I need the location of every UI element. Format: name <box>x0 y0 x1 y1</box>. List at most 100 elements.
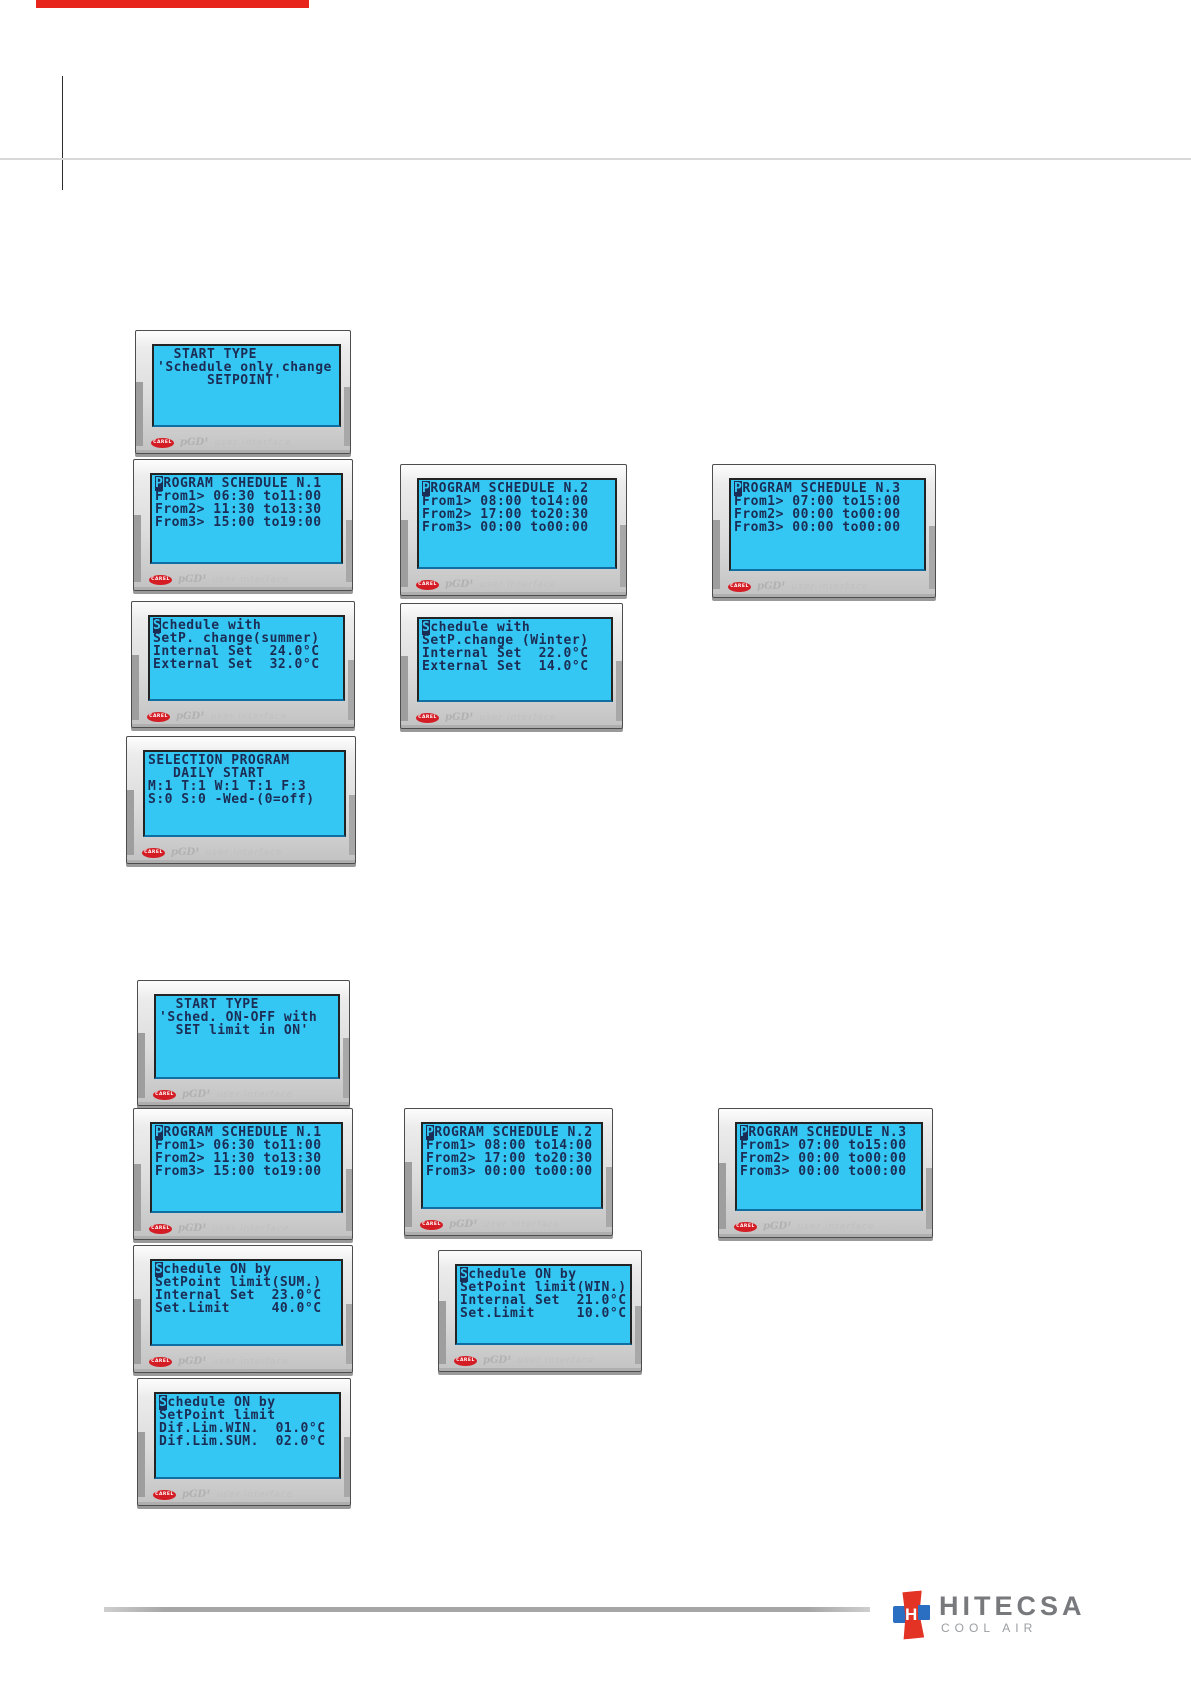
lcd-line: From1> 06:30 to11:00 <box>155 1138 322 1153</box>
lcd-screen: SELECTION PROGRAM DAILY START M:1 T:1 W:… <box>143 750 346 837</box>
device-tagline: user interface <box>210 711 288 722</box>
lcd-device-start-type-1: START TYPE 'Schedule only change SETPOIN… <box>135 330 351 454</box>
lcd-device-program-schedule-1: PROGRAM SCHEDULE N.1 From1> 06:30 to11:0… <box>133 459 353 591</box>
lcd-device-program-schedule-2: PROGRAM SCHEDULE N.2 From1> 08:00 to14:0… <box>400 464 627 596</box>
lcd-line: From2> 17:00 to20:30 <box>426 1151 593 1166</box>
carel-logo-icon: CAREL <box>728 581 751 592</box>
lcd-device-program-schedule-2b: PROGRAM SCHEDULE N.2 From1> 08:00 to14:0… <box>404 1108 613 1236</box>
lcd-screen: Schedule with SetP. change(summer) Inter… <box>148 615 345 701</box>
lcd-line: From1> 08:00 to14:00 <box>422 494 589 509</box>
device-brand-row: CAREL pGD¹ user interface <box>454 1354 594 1367</box>
lcd-line: From2> 11:30 to13:30 <box>155 502 322 517</box>
lcd-line: PROGRAM SCHEDULE N.3 <box>740 1125 907 1140</box>
lcd-screen: PROGRAM SCHEDULE N.1 From1> 06:30 to11:0… <box>150 1122 343 1213</box>
lcd-screen: PROGRAM SCHEDULE N.3 From1> 07:00 to15:0… <box>735 1122 923 1211</box>
device-tagline: user interface <box>797 1221 875 1232</box>
lcd-line <box>157 387 336 400</box>
lcd-screen: PROGRAM SCHEDULE N.2 From1> 08:00 to14:0… <box>421 1122 603 1209</box>
pgd-model-label: pGD¹ <box>182 1089 211 1100</box>
device-brand-row: CAREL pGD¹ user interface <box>149 573 289 586</box>
pgd-model-label: pGD¹ <box>176 711 205 722</box>
lcd-line: Schedule with <box>422 620 531 635</box>
pgd-model-label: pGD¹ <box>449 1219 478 1230</box>
device-tagline: user interface <box>483 1219 561 1230</box>
hitecsa-brand-name: HITECSA <box>939 1591 1086 1621</box>
lcd-line: Schedule ON by <box>460 1267 577 1282</box>
carel-logo-icon: CAREL <box>142 847 165 858</box>
carel-logo-icon: CAREL <box>153 1489 176 1500</box>
lcd-line: From1> 06:30 to11:00 <box>155 489 322 504</box>
lcd-line: From2> 11:30 to13:30 <box>155 1151 322 1166</box>
lcd-line <box>159 1037 335 1050</box>
lcd-device-selection-program: SELECTION PROGRAM DAILY START M:1 T:1 W:… <box>126 736 356 864</box>
device-tagline: user interface <box>791 581 869 592</box>
pgd-model-label: pGD¹ <box>180 437 209 448</box>
lcd-line: SETPOINT' <box>157 373 282 388</box>
carel-logo-icon: CAREL <box>153 1089 176 1100</box>
lcd-screen: START TYPE 'Sched. ON-OFF with SET limit… <box>154 994 340 1079</box>
lcd-line: START TYPE <box>159 997 259 1012</box>
lcd-screen: START TYPE 'Schedule only change SETPOIN… <box>152 344 341 427</box>
device-tagline: user interface <box>517 1355 595 1366</box>
pgd-model-label: pGD¹ <box>445 712 474 723</box>
lcd-screen: Schedule ON by SetPoint limit Dif.Lim.WI… <box>154 1392 341 1479</box>
lcd-line: From3> 15:00 to19:00 <box>155 1164 322 1179</box>
lcd-line: Schedule ON by <box>155 1262 272 1277</box>
lcd-line: PROGRAM SCHEDULE N.1 <box>155 476 322 491</box>
lcd-screen: PROGRAM SCHEDULE N.2 From1> 08:00 to14:0… <box>417 478 617 569</box>
lcd-line: SetPoint limit(WIN.) <box>460 1280 627 1295</box>
lcd-line: PROGRAM SCHEDULE N.2 <box>422 481 589 496</box>
device-brand-row: CAREL pGD¹ user interface <box>147 710 287 723</box>
lcd-device-program-schedule-1b: PROGRAM SCHEDULE N.1 From1> 06:30 to11:0… <box>133 1108 353 1240</box>
hitecsa-mark-icon: H <box>893 1591 931 1639</box>
device-brand-row: CAREL pGD¹ user interface <box>416 711 556 724</box>
carel-logo-icon: CAREL <box>416 712 439 723</box>
lcd-line: PROGRAM SCHEDULE N.1 <box>155 1125 322 1140</box>
hitecsa-logo: H HITECSA COOL AIR <box>893 1589 1123 1647</box>
lcd-line: SetPoint limit <box>159 1408 276 1423</box>
lcd-device-schedule-winter: Schedule with SetP.change (Winter) Inter… <box>400 603 623 729</box>
lcd-line: DAILY START <box>148 766 265 781</box>
lcd-line: From3> 00:00 to00:00 <box>740 1164 907 1179</box>
pgd-model-label: pGD¹ <box>763 1221 792 1232</box>
lcd-device-start-type-2: START TYPE 'Sched. ON-OFF with SET limit… <box>137 980 350 1106</box>
lcd-line: Internal Set 22.0°C <box>422 646 589 661</box>
pgd-model-label: pGD¹ <box>178 1356 207 1367</box>
device-tagline: user interface <box>214 437 292 448</box>
device-brand-row: CAREL pGD¹ user interface <box>728 580 868 593</box>
carel-logo-icon: CAREL <box>147 711 170 722</box>
lcd-line: Internal Set 24.0°C <box>153 644 320 659</box>
lcd-line: From3> 00:00 to00:00 <box>426 1164 593 1179</box>
device-brand-row: CAREL pGD¹ user interface <box>416 578 556 591</box>
lcd-line: From2> 00:00 to00:00 <box>740 1151 907 1166</box>
top-red-bar <box>36 0 309 8</box>
lcd-line: 'Sched. ON-OFF with <box>159 1010 318 1025</box>
lcd-line: SetPoint limit(SUM.) <box>155 1275 322 1290</box>
lcd-line: From3> 00:00 to00:00 <box>734 520 901 535</box>
lcd-line: From1> 08:00 to14:00 <box>426 1138 593 1153</box>
footer-rule <box>104 1607 870 1612</box>
pgd-model-label: pGD¹ <box>182 1489 211 1500</box>
lcd-line: External Set 14.0°C <box>422 659 589 674</box>
lcd-line: External Set 32.0°C <box>153 657 320 672</box>
margin-vertical-line <box>62 76 63 190</box>
device-brand-row: CAREL pGD¹ user interface <box>153 1488 293 1501</box>
carel-logo-icon: CAREL <box>420 1219 443 1230</box>
lcd-device-schedule-summer: Schedule with SetP. change(summer) Inter… <box>131 601 355 728</box>
hitecsa-tagline: COOL AIR <box>941 1621 1038 1635</box>
lcd-device-program-schedule-3: PROGRAM SCHEDULE N.3 From1> 07:00 to15:0… <box>712 464 936 598</box>
lcd-screen: Schedule ON by SetPoint limit(SUM.) Inte… <box>150 1259 343 1346</box>
lcd-line: Set.Limit 10.0°C <box>460 1306 627 1321</box>
lcd-line: Dif.Lim.WIN. 01.0°C <box>159 1421 326 1436</box>
device-brand-row: CAREL pGD¹ user interface <box>149 1222 289 1235</box>
pgd-model-label: pGD¹ <box>178 1223 207 1234</box>
device-brand-row: CAREL pGD¹ user interface <box>151 436 291 449</box>
lcd-line: From1> 07:00 to15:00 <box>740 1138 907 1153</box>
lcd-line: Dif.Lim.SUM. 02.0°C <box>159 1434 326 1449</box>
lcd-line: 'Schedule only change <box>157 360 332 375</box>
lcd-line: From2> 17:00 to20:30 <box>422 507 589 522</box>
pgd-model-label: pGD¹ <box>445 579 474 590</box>
lcd-device-program-schedule-3b: PROGRAM SCHEDULE N.3 From1> 07:00 to15:0… <box>718 1108 933 1238</box>
lcd-line: M:1 T:1 W:1 T:1 F:3 <box>148 779 307 794</box>
